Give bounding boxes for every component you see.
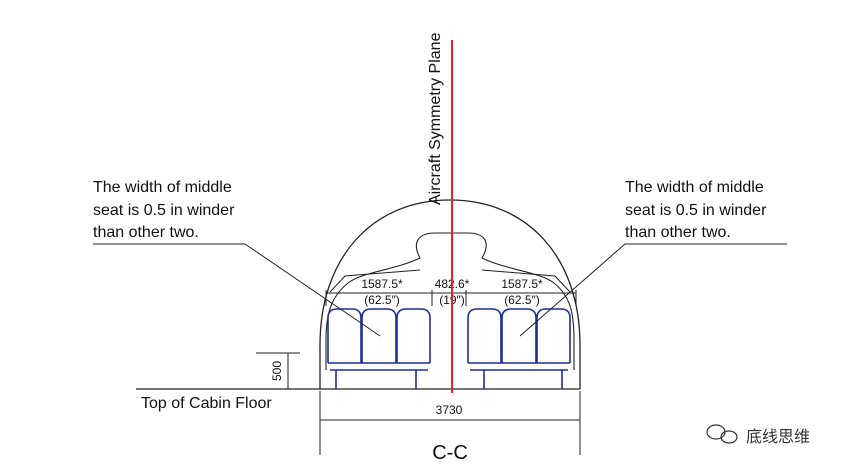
left-note-line-1: The width of middle: [93, 179, 232, 196]
left-note-line-3: than other two.: [93, 224, 199, 241]
right-note-line-1: The width of middle: [625, 179, 764, 196]
floor-height-dimension: [256, 352, 300, 389]
right-bin-underside: [481, 269, 571, 293]
left-seat-middle: [361, 308, 397, 363]
left-group-width-mm: 1587.5*: [361, 277, 403, 291]
left-group-width-in: (62.5″): [364, 293, 400, 307]
right-note-line-2: seat is 0.5 in winder: [625, 202, 767, 219]
left-note-leader: [93, 243, 381, 337]
wechat-icon: [706, 424, 738, 444]
left-note-line-2: seat is 0.5 in winder: [93, 202, 235, 219]
right-seat-outboard: [536, 308, 571, 363]
right-note-line-3: than other two.: [625, 224, 731, 241]
section-label: C-C: [432, 442, 468, 464]
right-note-leader: [519, 243, 787, 337]
left-seat-aisle: [396, 308, 431, 363]
cabin-width-value: 3730: [436, 403, 463, 417]
left-seat-group: [327, 308, 431, 389]
floor-label: Top of Cabin Floor: [141, 395, 272, 412]
right-seat-group: [467, 308, 571, 389]
floor-height-value: 500: [270, 361, 284, 381]
left-seat-outboard: [327, 308, 362, 363]
fuselage-outer-outline: [319, 199, 581, 389]
right-seat-aisle: [467, 308, 502, 363]
right-seat-middle: [501, 308, 537, 363]
right-group-width-mm: 1587.5*: [501, 277, 543, 291]
left-bin-underside: [329, 269, 421, 293]
watermark-text: 底线思维: [746, 427, 810, 446]
cabin-width-dimension: [319, 391, 581, 455]
symmetry-plane-label: Aircraft Symmetry Plane: [427, 32, 444, 205]
right-group-width-in: (62.5″): [504, 293, 540, 307]
